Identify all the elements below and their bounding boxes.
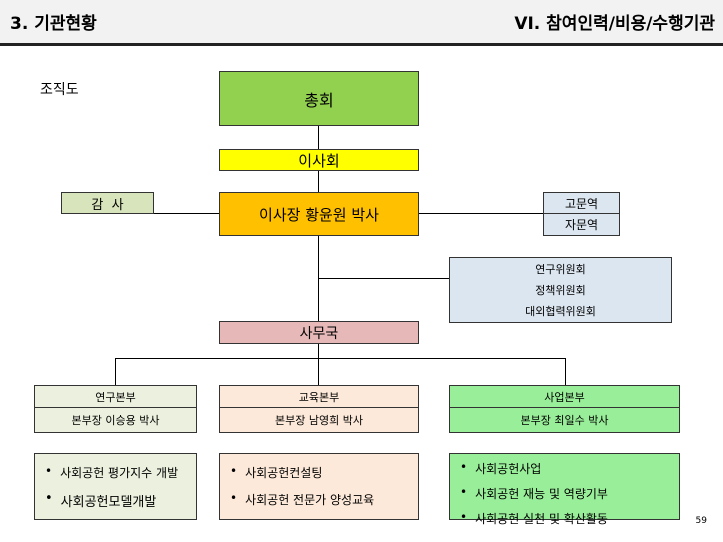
- bullet-icon: •: [460, 485, 468, 499]
- committees-box: 연구위원회 정책위원회 대외협력위원회: [449, 257, 672, 323]
- board-box: 이사회: [219, 149, 419, 171]
- consultant-box: 자문역: [543, 213, 620, 236]
- business-division-head-box: 본부장 최일수 박사: [449, 407, 680, 433]
- list-item: • 사회공헌모델개발: [45, 491, 188, 510]
- auditor-label: 감 사: [91, 197, 124, 213]
- task-label: 사회공헌 실천 및 확산활동: [475, 512, 608, 526]
- list-item: • 사회공헌컨설팅: [230, 464, 410, 481]
- general-assembly-label: 총회: [304, 90, 334, 110]
- connector-auditor: [153, 213, 219, 214]
- general-assembly-box: 총회: [219, 71, 419, 126]
- connector-committees: [318, 278, 449, 279]
- connector-business: [565, 358, 566, 385]
- education-division-head: 본부장 남영희 박사: [275, 414, 363, 427]
- task-label: 사회공헌 전문가 양성교육: [245, 493, 375, 507]
- secretariat-box: 사무국: [219, 321, 419, 344]
- section-title: 3. 기관현황: [10, 14, 97, 34]
- connector-secretariat-down: [318, 343, 319, 358]
- advisor-label: 고문역: [564, 196, 599, 211]
- list-item: • 사회공헌 평가지수 개발: [45, 464, 188, 481]
- consultant-label: 자문역: [564, 218, 599, 232]
- list-item: • 사회공헌 실천 및 확산활동: [460, 510, 671, 527]
- education-division-head-box: 본부장 남영희 박사: [219, 407, 419, 433]
- business-division-name-box: 사업본부: [449, 385, 680, 408]
- header-bar: [0, 0, 723, 44]
- connector-research: [115, 358, 116, 385]
- connector-divisions-bar: [115, 358, 565, 359]
- bullet-icon: •: [460, 460, 468, 474]
- bullet-icon: •: [45, 491, 53, 506]
- list-item: • 사회공헌사업: [460, 460, 671, 477]
- education-division-name: 교육본부: [298, 390, 340, 404]
- secretariat-label: 사무국: [299, 325, 339, 342]
- president-box: 이사장 황윤원 박사: [219, 192, 419, 236]
- research-division-name-box: 연구본부: [34, 385, 197, 408]
- education-division-name-box: 교육본부: [219, 385, 419, 408]
- connector-education: [318, 358, 319, 385]
- business-division-head: 본부장 최일수 박사: [520, 414, 609, 427]
- board-label: 이사회: [298, 151, 340, 170]
- connector-advisor: [418, 213, 543, 214]
- page-number: 59: [695, 516, 707, 526]
- auditor-box: 감 사: [61, 192, 154, 214]
- bullet-icon: •: [230, 464, 238, 478]
- committee-policy: 정책위원회: [535, 283, 586, 297]
- president-label: 이사장 황윤원 박사: [259, 205, 379, 224]
- header-divider: [0, 43, 723, 46]
- task-label: 사회공헌 평가지수 개발: [60, 466, 179, 480]
- education-tasks-box: • 사회공헌컨설팅 • 사회공헌 전문가 양성교육: [219, 453, 419, 520]
- bullet-icon: •: [460, 510, 468, 524]
- task-label: 사회공헌모델개발: [60, 495, 157, 510]
- bullet-icon: •: [45, 464, 53, 478]
- task-label: 사회공헌컨설팅: [245, 466, 323, 480]
- committee-research: 연구위원회: [535, 262, 586, 276]
- research-tasks-box: • 사회공헌 평가지수 개발 • 사회공헌모델개발: [34, 453, 197, 520]
- research-division-name: 연구본부: [95, 390, 136, 404]
- task-label: 사회공헌사업: [475, 462, 542, 476]
- advisor-box: 고문역: [543, 192, 620, 214]
- research-division-head-box: 본부장 이승용 박사: [34, 407, 197, 433]
- business-division-name: 사업본부: [544, 390, 585, 404]
- research-division-head: 본부장 이승용 박사: [71, 414, 160, 427]
- list-item: • 사회공헌 재능 및 역량기부: [460, 485, 671, 502]
- task-label: 사회공헌 재능 및 역량기부: [475, 487, 608, 501]
- diagram-label: 조직도: [40, 82, 79, 98]
- business-tasks-box: • 사회공헌사업 • 사회공헌 재능 및 역량기부 • 사회공헌 실천 및 확산활동: [449, 453, 680, 526]
- list-item: • 사회공헌 전문가 양성교육: [230, 491, 410, 508]
- bullet-icon: •: [230, 491, 238, 505]
- chapter-title: VI. 참여인력/비용/수행기관: [514, 14, 715, 34]
- committee-external: 대외협력위원회: [525, 304, 596, 318]
